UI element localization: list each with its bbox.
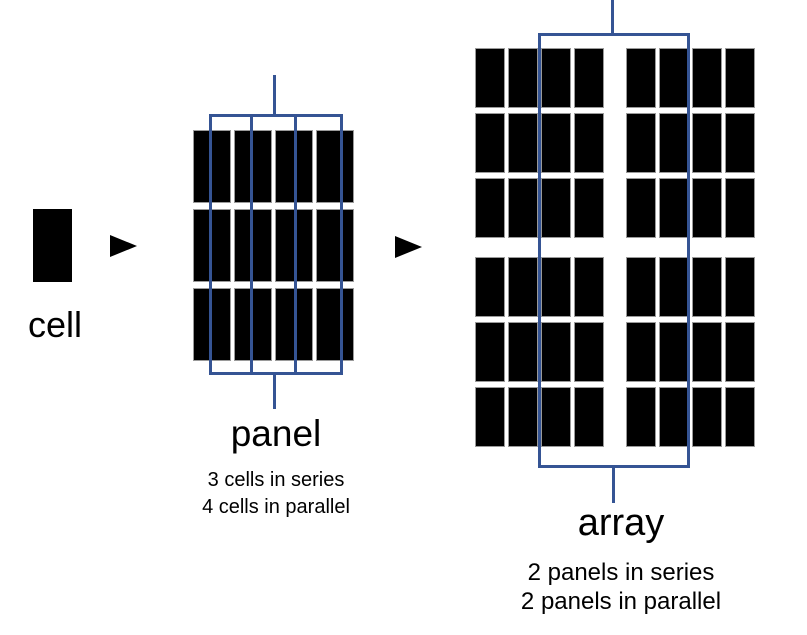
solar-cell	[692, 257, 722, 317]
solar-cell-single	[33, 209, 72, 282]
panel-terminal-bottom	[273, 372, 276, 409]
solar-cell	[508, 48, 538, 108]
cell-label: cell	[27, 304, 83, 345]
panel-wire-bracket	[209, 114, 343, 375]
solar-cell	[692, 48, 722, 108]
array-panel-bottom-right	[626, 257, 755, 447]
solar-cell	[234, 130, 272, 203]
array-caption: 2 panels in series 2 panels in parallel	[496, 558, 746, 616]
solar-cell	[692, 178, 722, 238]
solar-cell	[574, 257, 604, 317]
solar-cell	[475, 113, 505, 173]
solar-cell	[725, 257, 755, 317]
array-terminal-bottom	[612, 465, 615, 503]
solar-cell	[508, 178, 538, 238]
solar-cell	[725, 113, 755, 173]
solar-cell	[574, 113, 604, 173]
solar-cell	[574, 178, 604, 238]
solar-cell	[234, 288, 272, 361]
solar-cell	[659, 178, 689, 238]
solar-cell	[316, 130, 354, 203]
panel-label: panel	[230, 413, 322, 454]
array-label: array	[577, 502, 665, 544]
solar-cell	[659, 257, 689, 317]
solar-cell	[508, 113, 538, 173]
solar-cell	[659, 322, 689, 382]
solar-cell	[475, 257, 505, 317]
solar-cell	[475, 48, 505, 108]
solar-cell	[725, 322, 755, 382]
right-arrow-icon	[395, 236, 422, 258]
solar-cell	[541, 48, 571, 108]
array-wire-bracket	[538, 33, 690, 468]
panel-caption-line-1: 3 cells in series	[207, 469, 345, 491]
solar-cell	[725, 387, 755, 447]
solar-cell	[725, 48, 755, 108]
panel-caption-line-2: 4 cells in parallel	[202, 496, 350, 518]
solar-cell	[508, 387, 538, 447]
solar-cell	[626, 322, 656, 382]
solar-cell	[193, 209, 231, 282]
solar-cell	[626, 48, 656, 108]
solar-cell	[574, 322, 604, 382]
solar-cell	[193, 288, 231, 361]
solar-cell	[626, 178, 656, 238]
solar-cell	[316, 288, 354, 361]
solar-cell	[626, 113, 656, 173]
solar-cell	[541, 113, 571, 173]
solar-cell	[574, 387, 604, 447]
solar-cell	[475, 178, 505, 238]
solar-cell	[626, 257, 656, 317]
solar-cell	[692, 322, 722, 382]
solar-cell	[725, 178, 755, 238]
solar-cell	[508, 322, 538, 382]
panel-terminal-top	[273, 75, 276, 117]
array-caption-line-1: 2 panels in series	[527, 559, 715, 586]
solar-cell	[692, 387, 722, 447]
array-panel-bottom-left	[475, 257, 604, 447]
solar-cell	[541, 178, 571, 238]
solar-cell	[541, 387, 571, 447]
panel-wire-vertical	[250, 114, 253, 375]
right-arrow-icon	[110, 235, 137, 257]
solar-cell	[475, 387, 505, 447]
solar-cell	[692, 113, 722, 173]
solar-cell	[193, 130, 231, 203]
solar-cell	[626, 387, 656, 447]
solar-cell	[574, 48, 604, 108]
array-panel-top-left	[475, 48, 604, 238]
solar-cell	[316, 209, 354, 282]
panel-caption: 3 cells in series 4 cells in parallel	[176, 467, 376, 521]
solar-cell	[475, 322, 505, 382]
solar-cell	[234, 209, 272, 282]
solar-cell	[541, 257, 571, 317]
array-panel-top-right	[626, 48, 755, 238]
solar-cell	[541, 322, 571, 382]
array-caption-line-2: 2 panels in parallel	[520, 588, 722, 615]
array-terminal-top	[611, 0, 614, 36]
solar-cell	[508, 257, 538, 317]
panel-wire-vertical	[294, 114, 297, 375]
